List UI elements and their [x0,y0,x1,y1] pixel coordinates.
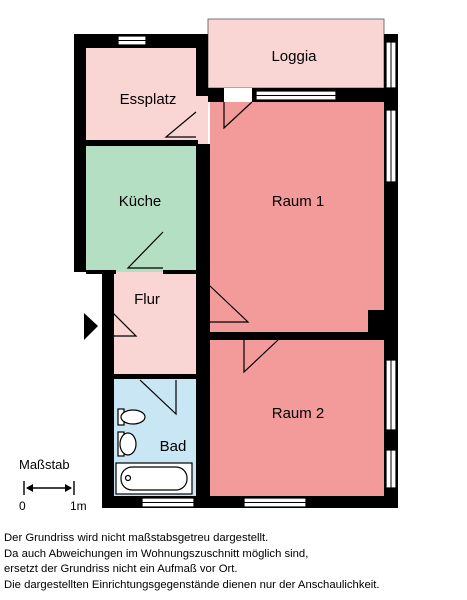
door-swings [103,101,279,416]
scale-start: 0 [19,499,26,513]
raum2-area [210,340,384,496]
label-bad: Bad [160,438,187,455]
essplatz-area [86,48,208,144]
label-essplatz: Essplatz [120,91,177,108]
scale-bar: Maßstab 0 1m [19,457,87,513]
kueche-area [86,144,208,272]
disclaimer: Der Grundriss wird nicht maßstabsgetreu … [4,531,464,593]
disclaimer-line: ersetzt der Grundriss nicht ein Aufmaß v… [4,563,238,576]
scale-title: Maßstab [19,457,70,472]
disclaimer-line: Da auch Abweichungen im Wohnungszuschnit… [4,547,309,560]
scale-end: 1m [70,499,87,513]
label-loggia: Loggia [271,48,317,65]
label-raum1: Raum 1 [272,193,325,210]
floor-plan: Loggia Essplatz Küche Raum 1 Flur Bad Ra… [19,18,398,513]
disclaimer-line: Der Grundriss wird nicht maßstabsgetreu … [4,532,269,544]
flur-area [114,272,210,376]
label-kueche: Küche [119,193,162,210]
door-openings [224,88,252,102]
bath-fixtures [115,408,193,495]
label-raum2: Raum 2 [272,405,325,422]
window-mullions [118,40,392,503]
disclaimer-line: Die dargestellten Einrichtungsgegenständ… [4,578,380,591]
label-flur: Flur [134,291,160,308]
toilet-icon [117,408,146,426]
raum1-area [210,102,384,332]
loggia-area [207,18,385,89]
entrance-arrow-icon [84,313,98,340]
sink-icon [117,431,137,457]
bathtub-icon [115,462,193,495]
